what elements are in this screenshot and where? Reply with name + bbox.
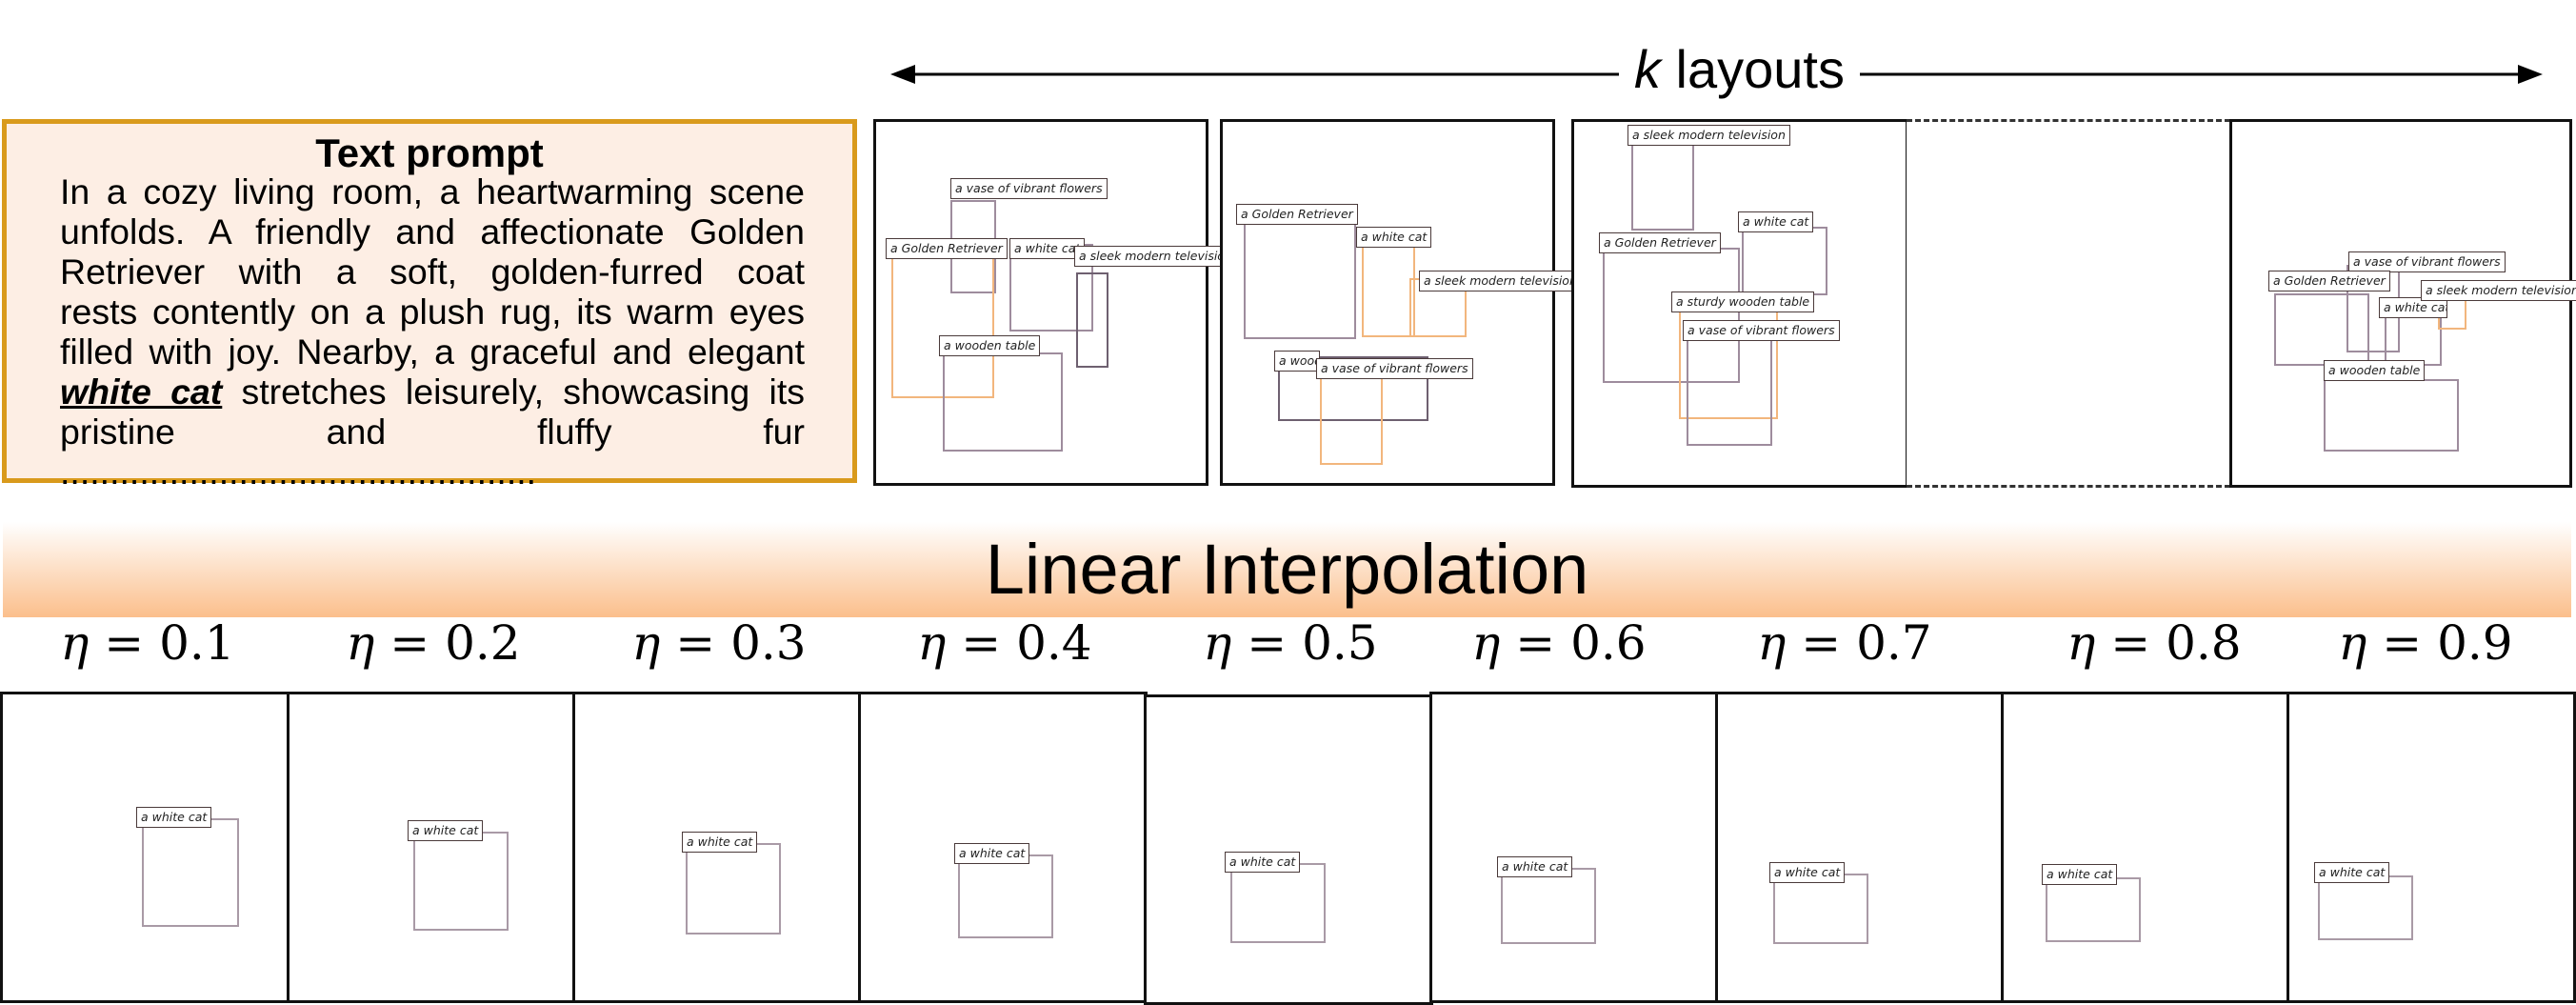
interpolation-panel-1: a white cat bbox=[0, 692, 290, 1003]
prompt-line: rests contently on a plush rug, its warm… bbox=[60, 291, 805, 332]
prompt-title: Text prompt bbox=[315, 131, 544, 175]
prompt-line: unfolds. A friendly and affectionate Gol… bbox=[60, 211, 805, 251]
layout-label: a white cat bbox=[1009, 238, 1086, 259]
interpolation-band: Linear Interpolation bbox=[3, 522, 2571, 617]
layout-box bbox=[943, 352, 1063, 452]
layout-label: a Golden Retriever bbox=[1599, 232, 1721, 253]
cat-box bbox=[1230, 863, 1326, 943]
layout-box bbox=[2324, 379, 2459, 452]
layout-box bbox=[1278, 356, 1428, 421]
text-prompt-box: Text prompt In a cozy living room, a hea… bbox=[2, 119, 857, 492]
layout-label: a Golden Retriever bbox=[886, 238, 1008, 259]
interpolation-panel-4: a white cat bbox=[858, 692, 1148, 1003]
prompt-text: In a cozy living room, a heartwarming sc… bbox=[60, 171, 805, 492]
layout-label: a sleek modern television bbox=[1627, 125, 1790, 146]
interpolation-panel-7: a white cat bbox=[1715, 692, 2005, 1003]
interpolation-panel-9: a white cat bbox=[2286, 692, 2576, 1003]
omitted-layouts-gap bbox=[1907, 119, 2230, 488]
layout-label: a white cat bbox=[1356, 227, 1432, 248]
k-layouts-label: k layouts bbox=[1619, 36, 1860, 103]
interpolation-panel-2: a white cat bbox=[287, 692, 576, 1003]
cat-label: a white cat bbox=[1769, 862, 1846, 883]
eta-label: η = 0.3 bbox=[631, 615, 807, 671]
layout-box bbox=[1320, 377, 1383, 465]
layout-box bbox=[1076, 272, 1108, 368]
eta-label: η = 0.9 bbox=[2338, 615, 2513, 671]
cat-box bbox=[142, 818, 239, 927]
cat-label: a white cat bbox=[136, 807, 212, 828]
layout-label: a sleek modern television bbox=[1419, 271, 1582, 291]
layout-label: a vase of vibrant flowers bbox=[1316, 358, 1473, 379]
layout-panel-1: a vase of vibrant flowers a Golden Retri… bbox=[873, 119, 1237, 486]
layout-label: a sturdy wooden table bbox=[1671, 291, 1815, 312]
layout-box bbox=[1362, 244, 1415, 337]
cat-label: a white cat bbox=[1225, 852, 1301, 873]
layout-box bbox=[1687, 332, 1772, 446]
cat-box bbox=[1501, 868, 1596, 944]
cat-label: a white cat bbox=[408, 820, 484, 841]
eta-label: η = 0.4 bbox=[917, 615, 1092, 671]
eta-label: η = 0.8 bbox=[2067, 615, 2242, 671]
layout-panel-2: a Golden Retriever a white cat a sleek m… bbox=[1220, 119, 1582, 486]
layout-label: a sleek modern television bbox=[2421, 280, 2576, 301]
cat-label: a white cat bbox=[682, 832, 758, 853]
eta-label: η = 0.2 bbox=[346, 615, 521, 671]
layout-label: a Golden Retriever bbox=[2268, 271, 2390, 291]
prompt-line: filled with joy. Nearby, a graceful and … bbox=[60, 332, 805, 372]
layout-label: a sleek modern television bbox=[1074, 246, 1237, 267]
cat-label: a white cat bbox=[2042, 864, 2118, 885]
eta-label: η = 0.6 bbox=[1471, 615, 1647, 671]
layout-label: a vase of vibrant flowers bbox=[950, 178, 1108, 199]
eta-label: η = 0.1 bbox=[60, 615, 235, 671]
interpolation-panel-3: a white cat bbox=[572, 692, 862, 1003]
layout-panel-3: a sleek modern television a white cat a … bbox=[1571, 119, 1908, 488]
eta-label: η = 0.5 bbox=[1203, 615, 1378, 671]
cat-box bbox=[686, 843, 781, 935]
cat-box bbox=[958, 854, 1053, 938]
layout-box bbox=[1244, 215, 1356, 339]
interpolation-panel-5: a white cat bbox=[1144, 694, 1433, 1005]
cat-label: a white cat bbox=[2314, 862, 2390, 883]
layout-box bbox=[1631, 139, 1694, 231]
prompt-line: In a cozy living room, a heartwarming sc… bbox=[60, 171, 805, 211]
layout-label: a vase of vibrant flowers bbox=[2348, 251, 2506, 272]
eta-label: η = 0.7 bbox=[1757, 615, 1932, 671]
interpolation-panel-6: a white cat bbox=[1429, 692, 1719, 1003]
layout-panel-k: a vase of vibrant flowers a Golden Retri… bbox=[2229, 119, 2576, 488]
interpolation-panel-8: a white cat bbox=[2001, 692, 2290, 1003]
cat-label: a white cat bbox=[954, 843, 1030, 864]
cat-label: a white cat bbox=[1497, 856, 1573, 877]
layout-label: a wooden table bbox=[2324, 360, 2426, 381]
cat-box bbox=[2318, 875, 2413, 940]
interpolation-title: Linear Interpolation bbox=[985, 530, 1589, 609]
layout-label: a vase of vibrant flowers bbox=[1683, 320, 1840, 341]
prompt-line: pristine and fluffy fur bbox=[60, 412, 805, 452]
cat-box bbox=[1773, 874, 1868, 944]
prompt-line: Retriever with a soft, golden-furred coa… bbox=[60, 251, 805, 291]
layout-label: a Golden Retriever bbox=[1236, 204, 1358, 225]
layout-label: a wooden table bbox=[1274, 351, 1320, 372]
layout-label: a wooden table bbox=[939, 335, 1041, 356]
highlighted-phrase: white cat bbox=[60, 372, 223, 412]
cat-box bbox=[413, 832, 509, 931]
prompt-ellipsis: ........................................… bbox=[60, 452, 537, 492]
prompt-line: white cat stretches leisurely, showcasin… bbox=[60, 372, 805, 412]
layout-box bbox=[2274, 293, 2369, 366]
layout-label: a white cat bbox=[1738, 211, 1814, 232]
layout-label: a white cat bbox=[2379, 297, 2447, 318]
cat-box bbox=[2046, 877, 2141, 942]
layout-box bbox=[1742, 227, 1827, 295]
